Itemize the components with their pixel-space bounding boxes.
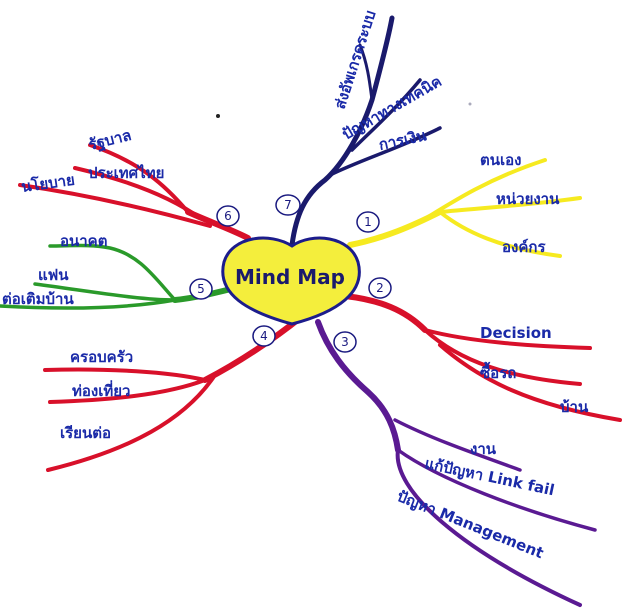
label-management: ปัญหา Management (395, 487, 547, 562)
label-family: ครอบครัว (70, 348, 133, 366)
branch-7-twig-3 (328, 126, 442, 177)
number-4: 4 (260, 329, 268, 343)
branch-7-twig-2 (350, 78, 422, 152)
number-circle-4: 4 (252, 325, 276, 347)
number-circle-5: 5 (189, 278, 213, 300)
branch-5-twig-1 (48, 243, 177, 302)
number-6: 6 (224, 209, 232, 223)
branch-4-twig-1 (43, 367, 207, 382)
label-work: งาน (470, 440, 497, 458)
label-house: บ้าน (560, 398, 589, 416)
branch-6 (18, 143, 251, 241)
label-government: รัฐบาล (87, 126, 134, 155)
branch-7 (289, 15, 442, 248)
branch-2 (342, 293, 622, 422)
branch-6-twig-3 (18, 183, 212, 228)
center-label: Mind Map (235, 265, 345, 289)
branch-4-trunk (202, 315, 303, 383)
branch-1 (347, 158, 582, 258)
label-buy-car: ซื้อรถ (480, 361, 516, 382)
label-future: อนาคต (60, 232, 107, 250)
branch-6-twig-2 (73, 166, 202, 220)
branch-5-twig-3 (0, 298, 177, 310)
branch-3 (315, 319, 597, 607)
branch-7-twig-1 (358, 43, 374, 102)
number-circle-7: 7 (275, 194, 301, 216)
branch-7-trunk (289, 15, 395, 248)
number-7: 7 (284, 198, 292, 212)
branch-3-twig-3 (395, 448, 582, 607)
branch-2-twig-2 (423, 328, 582, 386)
number-5: 5 (197, 282, 205, 296)
number-circle-1: 1 (356, 211, 380, 233)
branch-3-twig-2 (396, 448, 597, 532)
branch-2-trunk (342, 293, 428, 333)
number-circle-3: 3 (333, 331, 357, 353)
label-travel: ท่องเที่ยว (72, 380, 130, 400)
label-agency: หน่วยงาน (496, 190, 560, 208)
branch-3-trunk (315, 319, 401, 453)
branch-1-twig-2 (438, 196, 582, 214)
label-study-further: เรียนต่อ (60, 424, 111, 442)
branch-1-twig-1 (418, 158, 547, 224)
label-decision: Decision (480, 324, 552, 342)
number-2: 2 (376, 281, 384, 295)
ink-dot (216, 114, 220, 118)
number-circle-6: 6 (216, 205, 240, 227)
branch-4-twig-3 (46, 373, 217, 472)
branch-1-twig-3 (438, 210, 562, 258)
center-heart-node (221, 236, 361, 326)
label-home-extension: ต่อเติมบ้าน (2, 290, 74, 308)
label-organization: องค์กร (502, 238, 546, 256)
branch-6-twig-1 (88, 143, 190, 214)
branch-5-twig-2 (33, 282, 177, 302)
number-3: 3 (341, 335, 349, 349)
label-girlfriend: แฟน (38, 266, 69, 284)
number-1: 1 (364, 215, 372, 229)
ink-dot (468, 102, 472, 106)
branch-4-twig-2 (48, 378, 207, 404)
branch-3-twig-1 (393, 418, 522, 472)
label-finance: การเงิน (377, 126, 429, 154)
label-thailand: ประเทศไทย (88, 163, 164, 182)
branch-2-twig-1 (423, 328, 592, 350)
branch-2-twig-3 (438, 343, 622, 422)
label-self: ตนเอง (480, 151, 521, 169)
number-circle-2: 2 (368, 277, 392, 299)
